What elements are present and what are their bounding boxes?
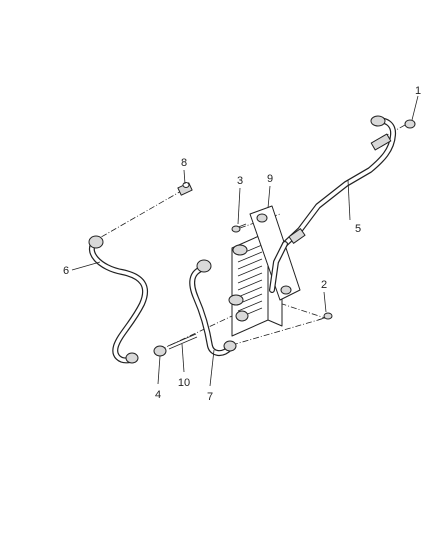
nut-4 xyxy=(153,345,167,357)
tube-6 xyxy=(88,235,149,364)
tube-7 xyxy=(189,259,237,356)
callout-4: 4 xyxy=(155,389,161,401)
fitting-8 xyxy=(177,182,193,196)
callout-9: 9 xyxy=(267,173,273,185)
callout-10: 10 xyxy=(178,377,190,389)
bolt-1 xyxy=(404,119,416,129)
callout-2: 2 xyxy=(321,279,327,291)
tube-5 xyxy=(269,115,397,293)
bolt-3 xyxy=(231,223,247,233)
leader-lines xyxy=(71,95,419,387)
callout-1: 1 xyxy=(415,85,421,97)
oil-cooler xyxy=(228,205,301,337)
callout-3: 3 xyxy=(237,175,243,187)
callout-8: 8 xyxy=(181,157,187,169)
callout-5: 5 xyxy=(355,223,361,235)
callout-7: 7 xyxy=(207,391,213,403)
bolt-2 xyxy=(317,312,333,321)
callout-6: 6 xyxy=(63,265,69,277)
callouts: 1 2 3 4 5 6 7 8 9 10 xyxy=(63,85,421,403)
stud-10 xyxy=(167,333,198,350)
